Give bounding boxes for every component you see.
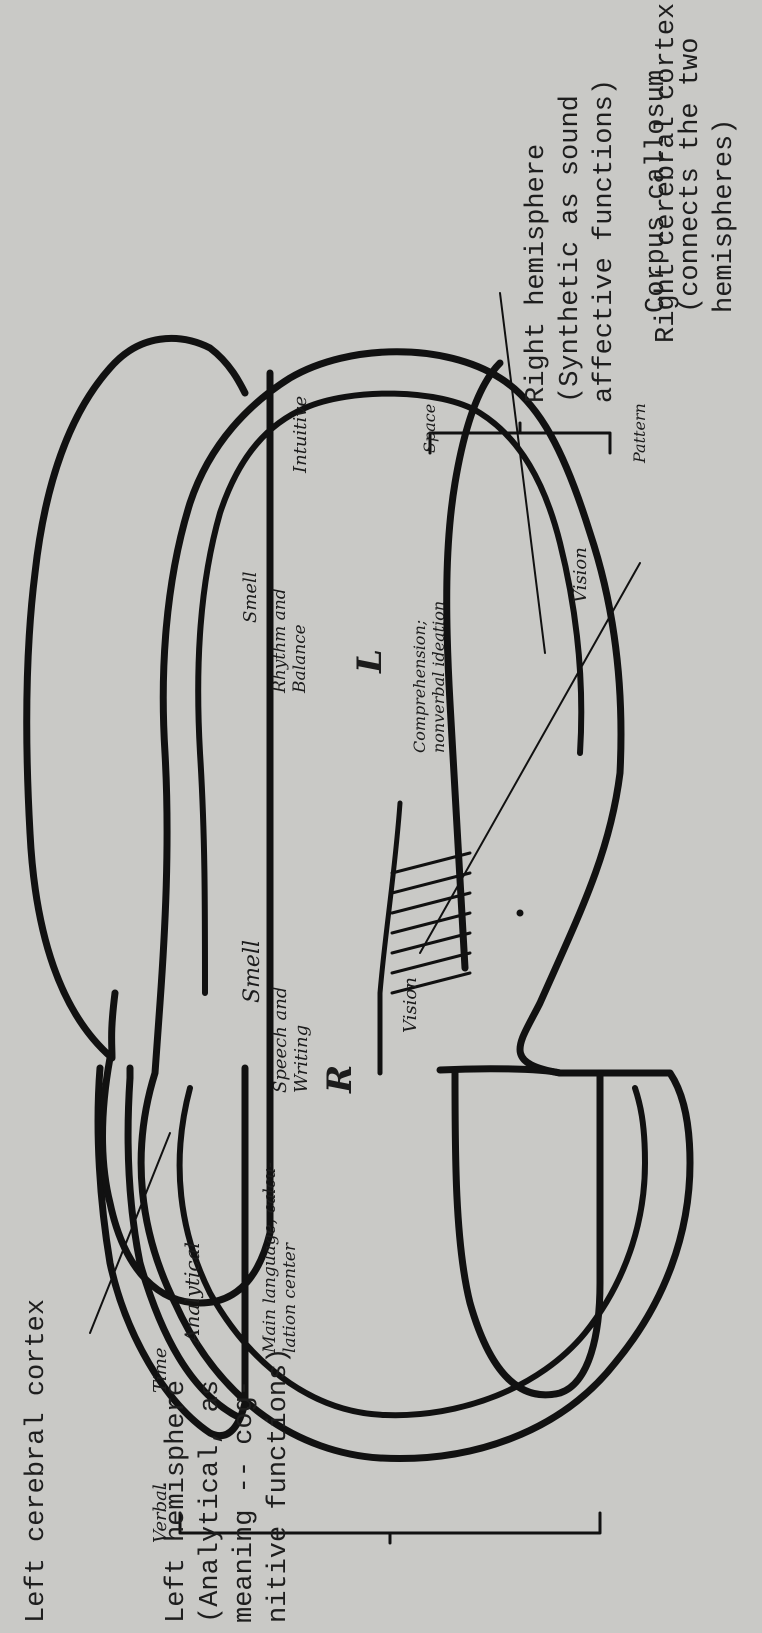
space-label: Space bbox=[420, 404, 439, 453]
corpus-callosum-line-2: (connects the two bbox=[674, 38, 708, 313]
comprehension-line-1: Comprehension; bbox=[410, 601, 429, 753]
analytical-label: Analytical bbox=[180, 1242, 204, 1343]
right-hemisphere-line-3: affective functions) bbox=[588, 79, 622, 403]
right-hemisphere bbox=[455, 1073, 600, 1395]
right-hemisphere-shape bbox=[27, 338, 245, 1058]
left-hemisphere-line-4: nitive functions) bbox=[262, 1348, 296, 1623]
vision-left-label: Vision bbox=[400, 977, 421, 1033]
corpus-callosum-line-1: Corpus callosum bbox=[640, 38, 674, 313]
rhythm-balance-label: Rhythm and Balance bbox=[270, 588, 310, 693]
intuitive-label: Intuitive bbox=[290, 396, 311, 473]
l-mark: L bbox=[350, 649, 390, 673]
verbal-label: Verbal bbox=[150, 1484, 171, 1543]
speech-line: Speech and bbox=[270, 987, 291, 1093]
main-language-line-1: Main language, calcu- bbox=[260, 1162, 280, 1353]
speech-writing-label: Speech and Writing bbox=[270, 987, 312, 1093]
r-mark: R bbox=[320, 1065, 360, 1093]
corpus-callosum-label: Corpus callosum (connects the two hemisp… bbox=[640, 38, 742, 313]
left-cortex-label: Left cerebral cortex bbox=[20, 1299, 54, 1623]
balance-line: Balance bbox=[290, 588, 310, 693]
left-hemisphere-line-2: (Analytical, as bbox=[194, 1348, 228, 1623]
main-language-label: Main language, calcu- lation center bbox=[260, 1162, 300, 1353]
smell-left-label: Smell bbox=[240, 940, 265, 1003]
smell-right-label: Smell bbox=[240, 571, 261, 623]
rhythm-line: Rhythm and bbox=[270, 588, 290, 693]
comprehension-line-2: nonverbal ideation bbox=[429, 601, 448, 753]
right-hemisphere-line-2: (Synthetic as sound bbox=[554, 79, 588, 403]
main-language-line-2: lation center bbox=[280, 1162, 300, 1353]
vision-right-label: Vision bbox=[570, 547, 591, 603]
corpus-callosum-line-3: hemispheres) bbox=[708, 38, 742, 313]
comprehension-label: Comprehension; nonverbal ideation bbox=[410, 601, 448, 753]
pattern-label: Pattern bbox=[630, 403, 649, 463]
time-label: Time bbox=[150, 1348, 171, 1393]
left-hemisphere-label: Left hemisphere (Analytical, as meaning … bbox=[160, 1348, 296, 1623]
writing-line: Writing bbox=[291, 987, 312, 1093]
right-hemisphere-line-1: Right hemisphere bbox=[520, 79, 554, 403]
right-hemisphere-label: Right hemisphere (Synthetic as sound aff… bbox=[520, 79, 622, 403]
left-hemisphere-outline bbox=[141, 352, 690, 1459]
corpus-callosum-top bbox=[380, 803, 400, 1073]
left-hemisphere-line-3: meaning -- cog- bbox=[228, 1348, 262, 1623]
